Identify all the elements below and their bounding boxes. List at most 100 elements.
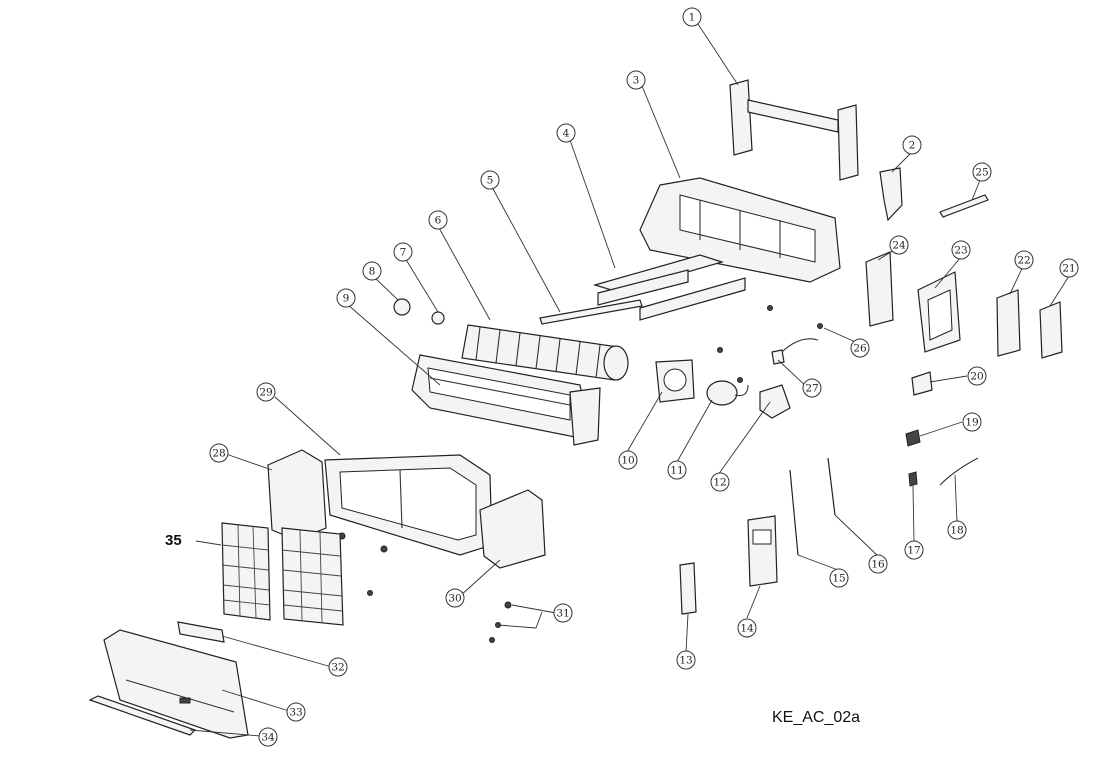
callout-35-label: 35 [165,532,182,549]
callout-number: 4 [563,128,570,140]
part-29-front-frame [324,454,493,556]
part-13-remote-control [679,562,697,615]
callout-23: 23 [951,240,971,260]
callout-5: 5 [480,170,500,190]
callout-27: 27 [802,378,822,398]
callout-21: 21 [1059,258,1079,278]
callout-circle [682,7,702,27]
callout-circle [445,588,465,608]
callout-circle [362,261,382,281]
callout-34: 34 [258,727,278,747]
part-18-cable [939,457,979,486]
part-small-screws [338,532,388,596]
part-27-sensor [771,338,819,365]
callout-number: 7 [400,247,407,259]
callout-circle [393,242,413,262]
callout-number: 17 [907,545,920,557]
callout-circle [258,727,278,747]
callout-number: 26 [853,343,867,355]
callout-circle [904,540,924,560]
callout-8: 8 [362,261,382,281]
callout-26: 26 [850,338,870,358]
callout-31: 31 [553,603,573,623]
part-mounting-plate [729,79,859,181]
callout-16: 16 [868,554,888,574]
callout-circle [802,378,822,398]
leader-lines [189,23,1070,737]
callout-number: 14 [740,623,754,635]
callout-number: 10 [621,455,634,467]
callout-circle [626,70,646,90]
callout-20: 20 [967,366,987,386]
callout-circle [710,472,730,492]
callout-number: 16 [871,559,885,571]
callout-17: 17 [904,540,924,560]
callout-29: 29 [256,382,276,402]
part-31-screws [489,601,512,643]
part-8-bearing-holder [393,298,411,316]
part-5-rod [539,299,643,325]
callout-circle [328,657,348,677]
callout-3: 3 [626,70,646,90]
callout-number: 8 [369,266,376,278]
callout-circle [676,650,696,670]
callout-6: 6 [428,210,448,230]
part-33-front-panel [103,629,249,739]
part-20-terminal [911,371,933,396]
callout-18: 18 [947,520,967,540]
callout-circle [972,162,992,182]
callout-number: 24 [892,240,906,252]
callout-number: 1 [689,12,696,24]
callout-30: 30 [445,588,465,608]
part-3-chassis [639,177,841,283]
callout-circle [480,170,500,190]
callout-1: 1 [682,7,702,27]
callout-circle [1059,258,1079,278]
callout-number: 32 [331,662,344,674]
callout-15: 15 [829,568,849,588]
part-9-evaporator [411,354,601,446]
callout-33: 33 [286,702,306,722]
part-30-end-cap [479,489,546,569]
callouts: 1234567891011121314151617181920212223242… [209,7,1079,747]
callout-number: 11 [670,465,683,477]
callout-24: 24 [889,235,909,255]
callout-number: 9 [343,293,350,305]
part-16-cable [827,457,836,516]
callout-circle [850,338,870,358]
callout-circle [209,443,229,463]
callout-circle [967,366,987,386]
part-21-cover-plate [1039,301,1063,359]
callout-circle [667,460,687,480]
callout-number: 6 [435,215,442,227]
part-32-display-board [177,621,225,643]
callout-number: 13 [679,655,692,667]
callout-number: 28 [212,448,225,460]
part-25-pipe [939,194,989,218]
callout-number: 25 [975,167,988,179]
part-22-board [996,289,1021,357]
callout-circle [256,382,276,402]
callout-number: 21 [1062,263,1075,275]
part-28-end-cap [267,449,327,541]
callout-number: 30 [448,593,461,605]
callout-13: 13 [676,650,696,670]
callout-number: 29 [259,387,272,399]
callout-14: 14 [737,618,757,638]
callout-circle [947,520,967,540]
part-35-air-filters [221,522,344,626]
callout-circle [336,288,356,308]
callout-12: 12 [710,472,730,492]
callout-circle [1014,250,1034,270]
callout-number: 19 [965,417,978,429]
diagram-code: KE_AC_02a [772,709,860,726]
callout-25: 25 [972,162,992,182]
callout-circle [829,568,849,588]
part-12-motor-cover [759,384,791,419]
part-23-electric-box [917,271,961,353]
callout-10: 10 [618,450,638,470]
callout-circle [868,554,888,574]
callout-number: 22 [1017,255,1030,267]
